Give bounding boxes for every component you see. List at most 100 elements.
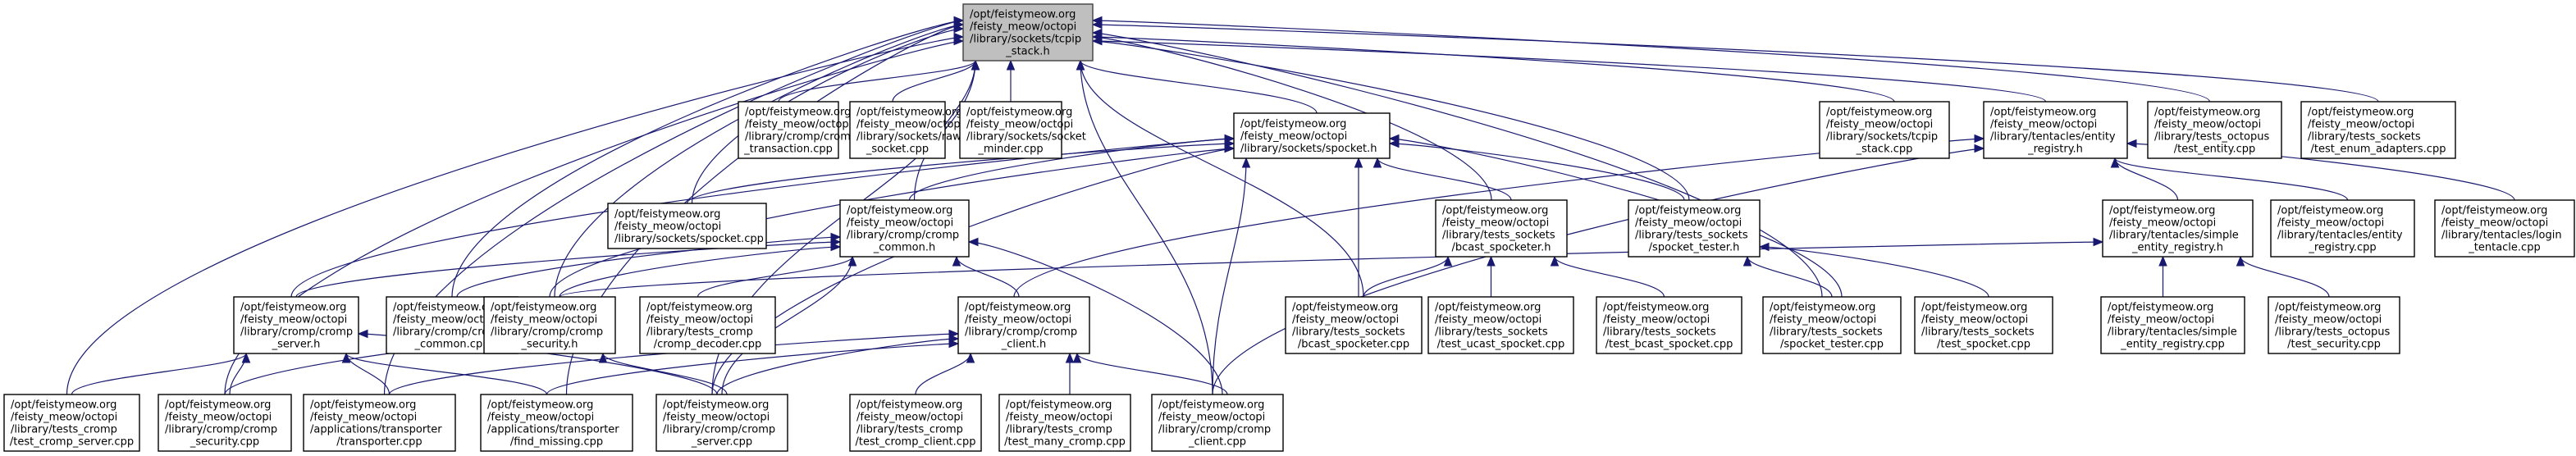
node-test-cromp-server-cpp[interactable]: /opt/feistymeow.org/feisty_meow/octopi/l…: [3, 394, 140, 452]
node-label-line: _registry.h: [2027, 144, 2083, 156]
node-label-line: /test_cromp_server.cpp: [10, 436, 134, 449]
node-box[interactable]: [483, 296, 616, 354]
node-cromp-security-cpp[interactable]: /opt/feistymeow.org/feisty_meow/octopi/l…: [158, 394, 292, 452]
node-test-spocket-cpp[interactable]: /opt/feistymeow.org/feisty_meow/octopi/l…: [1914, 296, 2053, 354]
node-box[interactable]: [1233, 112, 1391, 159]
node-spocket-tester-h[interactable]: /opt/feistymeow.org/feisty_meow/octopi/l…: [1628, 199, 1761, 258]
node-label-line: _server.cpp: [691, 436, 752, 449]
arrowhead-icon: [1076, 59, 1085, 71]
node-box[interactable]: [2300, 101, 2456, 159]
node-test-entity-cpp[interactable]: /opt/feistymeow.org/feisty_meow/octopi/l…: [2147, 101, 2282, 159]
node-test-enum-adapters-cpp[interactable]: /opt/feistymeow.org/feisty_meow/octopi/l…: [2300, 101, 2456, 159]
node-label-line: /opt/feistymeow.org: [614, 208, 720, 221]
node-box[interactable]: [1435, 199, 1568, 258]
node-test-cromp-client-cpp[interactable]: /opt/feistymeow.org/feisty_meow/octopi/l…: [849, 394, 982, 452]
node-label-line: _entity_registry.cpp: [2120, 339, 2225, 351]
node-transporter-cpp[interactable]: /opt/feistymeow.org/feisty_meow/octopi/a…: [303, 394, 456, 452]
node-box[interactable]: [1914, 296, 2053, 354]
node-cromp-security-h[interactable]: /opt/feistymeow.org/feisty_meow/octopi/l…: [483, 296, 616, 354]
node-cromp-client-cpp[interactable]: /opt/feistymeow.org/feisty_meow/octopi/l…: [1151, 394, 1284, 452]
node-socket-minder-cpp[interactable]: /opt/feistymeow.org/feisty_meow/octopi/l…: [959, 101, 1086, 159]
node-label-line: /bcast_spocketer.cpp: [1298, 339, 1409, 351]
node-box[interactable]: [639, 296, 776, 354]
node-entity-registry-cpp[interactable]: /opt/feistymeow.org/feisty_meow/octopi/l…: [2270, 199, 2415, 258]
node-box[interactable]: [849, 101, 946, 159]
node-box[interactable]: [655, 394, 788, 452]
node-box[interactable]: [998, 394, 1131, 452]
node-label-line: /opt/feistymeow.org: [2109, 205, 2215, 217]
node-spocket-tester-cpp[interactable]: /opt/feistymeow.org/feisty_meow/octopi/l…: [1762, 296, 1902, 354]
node-box[interactable]: [1427, 296, 1574, 354]
node-box[interactable]: [849, 394, 982, 452]
edge-bcast-spocketer-cpp-to-tcpip-stack-h: [1080, 60, 1364, 298]
node-box[interactable]: [839, 199, 970, 258]
arrowhead-icon: [598, 352, 608, 363]
node-label-line: /feisty_meow/octopi: [491, 314, 597, 326]
node-box[interactable]: [2268, 296, 2400, 354]
node-label-line: /feisty_meow/octopi: [310, 412, 417, 424]
node-box[interactable]: [1628, 199, 1761, 258]
node-box[interactable]: [738, 101, 839, 159]
node-label-line: /feisty_meow/octopi: [2108, 314, 2214, 326]
node-label-line: /library/tentacles/entity: [2277, 230, 2403, 242]
node-box[interactable]: [962, 3, 1094, 62]
node-test-bcast-spocket-cpp[interactable]: /opt/feistymeow.org/feisty_meow/octopi/l…: [1596, 296, 1742, 354]
node-label-line: /library/tests_cromp: [1006, 424, 1112, 436]
node-label-line: /feisty_meow/octopi: [856, 412, 963, 424]
node-box[interactable]: [2270, 199, 2415, 258]
node-test-security-cpp[interactable]: /opt/feistymeow.org/feisty_meow/octopi/l…: [2268, 296, 2400, 354]
node-box[interactable]: [959, 101, 1062, 159]
node-test-many-cromp-cpp[interactable]: /opt/feistymeow.org/feisty_meow/octopi/l…: [998, 394, 1131, 452]
node-login-tentacle-cpp[interactable]: /opt/feistymeow.org/feisty_meow/octopi/l…: [2434, 199, 2575, 258]
node-label-line: /opt/feistymeow.org: [1635, 205, 1741, 217]
edge-cromp-client-cpp-to-cromp-common-h: [968, 241, 1223, 395]
node-find-missing-cpp[interactable]: /opt/feistymeow.org/feisty_meow/octopi/a…: [480, 394, 633, 452]
node-label-line: /library/tests_sockets: [1442, 230, 1555, 242]
node-box[interactable]: [957, 296, 1090, 354]
node-cromp-transaction-cpp[interactable]: /opt/feistymeow.org/feisty_meow/octopi/l…: [738, 101, 857, 159]
node-box[interactable]: [607, 203, 767, 249]
node-tcpip-stack-cpp[interactable]: /opt/feistymeow.org/feisty_meow/octopi/l…: [1819, 101, 1950, 159]
node-box[interactable]: [233, 296, 359, 354]
node-box[interactable]: [1983, 101, 2128, 159]
node-box[interactable]: [1285, 296, 1423, 354]
edge-cromp-client-h-to-cromp-common-h: [956, 256, 1020, 298]
edge-find-missing-cpp-to-cromp-server-h: [345, 353, 548, 395]
node-cromp-server-cpp[interactable]: /opt/feistymeow.org/feisty_meow/octopi/l…: [655, 394, 788, 452]
node-bcast-spocketer-h[interactable]: /opt/feistymeow.org/feisty_meow/octopi/l…: [1435, 199, 1568, 258]
edge-cromp-transaction-cpp-to-tcpip-stack-h: [778, 60, 976, 103]
node-raw-socket-cpp[interactable]: /opt/feistymeow.org/feisty_meow/octopi/l…: [849, 101, 963, 159]
node-box[interactable]: [2102, 199, 2254, 258]
node-box[interactable]: [1151, 394, 1284, 452]
node-label-line: /opt/feistymeow.org: [1240, 118, 1346, 130]
node-label-line: /library/tentacles/login: [2441, 230, 2562, 242]
node-simple-entity-registry-h[interactable]: /opt/feistymeow.org/feisty_meow/octopi/l…: [2102, 199, 2254, 258]
node-box[interactable]: [2434, 199, 2575, 258]
node-spocket-h[interactable]: /opt/feistymeow.org/feisty_meow/octopi/l…: [1233, 112, 1391, 159]
node-box[interactable]: [2147, 101, 2282, 159]
node-box[interactable]: [3, 394, 140, 452]
node-test-ucast-spocket-cpp[interactable]: /opt/feistymeow.org/feisty_meow/octopi/l…: [1427, 296, 1574, 354]
edge-test-entity-cpp-to-tcpip-stack-h: [1092, 20, 2211, 103]
node-box[interactable]: [1762, 296, 1902, 354]
node-box[interactable]: [1819, 101, 1950, 159]
node-entity-registry-h[interactable]: /opt/feistymeow.org/feisty_meow/octopi/l…: [1983, 101, 2128, 159]
node-label-line: /opt/feistymeow.org: [240, 302, 346, 314]
node-cromp-client-h[interactable]: /opt/feistymeow.org/feisty_meow/octopi/l…: [957, 296, 1090, 354]
node-box[interactable]: [480, 394, 633, 452]
edge-cromp-server-cpp-to-cromp-client-h: [716, 338, 959, 395]
node-box[interactable]: [1596, 296, 1742, 354]
node-box[interactable]: [303, 394, 456, 452]
node-tcpip-stack-h[interactable]: /opt/feistymeow.org/feisty_meow/octopi/l…: [962, 3, 1094, 62]
node-spocket-cpp[interactable]: /opt/feistymeow.org/feisty_meow/octopi/l…: [607, 203, 767, 249]
node-cromp-common-h[interactable]: /opt/feistymeow.org/feisty_meow/octopi/l…: [839, 199, 970, 258]
node-label-line: /opt/feistymeow.org: [966, 107, 1072, 119]
node-box[interactable]: [158, 394, 292, 452]
node-label-line: /opt/feistymeow.org: [1990, 107, 2096, 119]
edge-cromp-client-cpp-to-spocket-h: [1212, 157, 1247, 395]
node-box[interactable]: [2100, 296, 2245, 354]
node-cromp-decoder-cpp[interactable]: /opt/feistymeow.org/feisty_meow/octopi/l…: [639, 296, 776, 354]
node-cromp-server-h[interactable]: /opt/feistymeow.org/feisty_meow/octopi/l…: [233, 296, 359, 354]
node-simple-entity-registry-cpp[interactable]: /opt/feistymeow.org/feisty_meow/octopi/l…: [2100, 296, 2245, 354]
node-bcast-spocketer-cpp[interactable]: /opt/feistymeow.org/feisty_meow/octopi/l…: [1285, 296, 1423, 354]
